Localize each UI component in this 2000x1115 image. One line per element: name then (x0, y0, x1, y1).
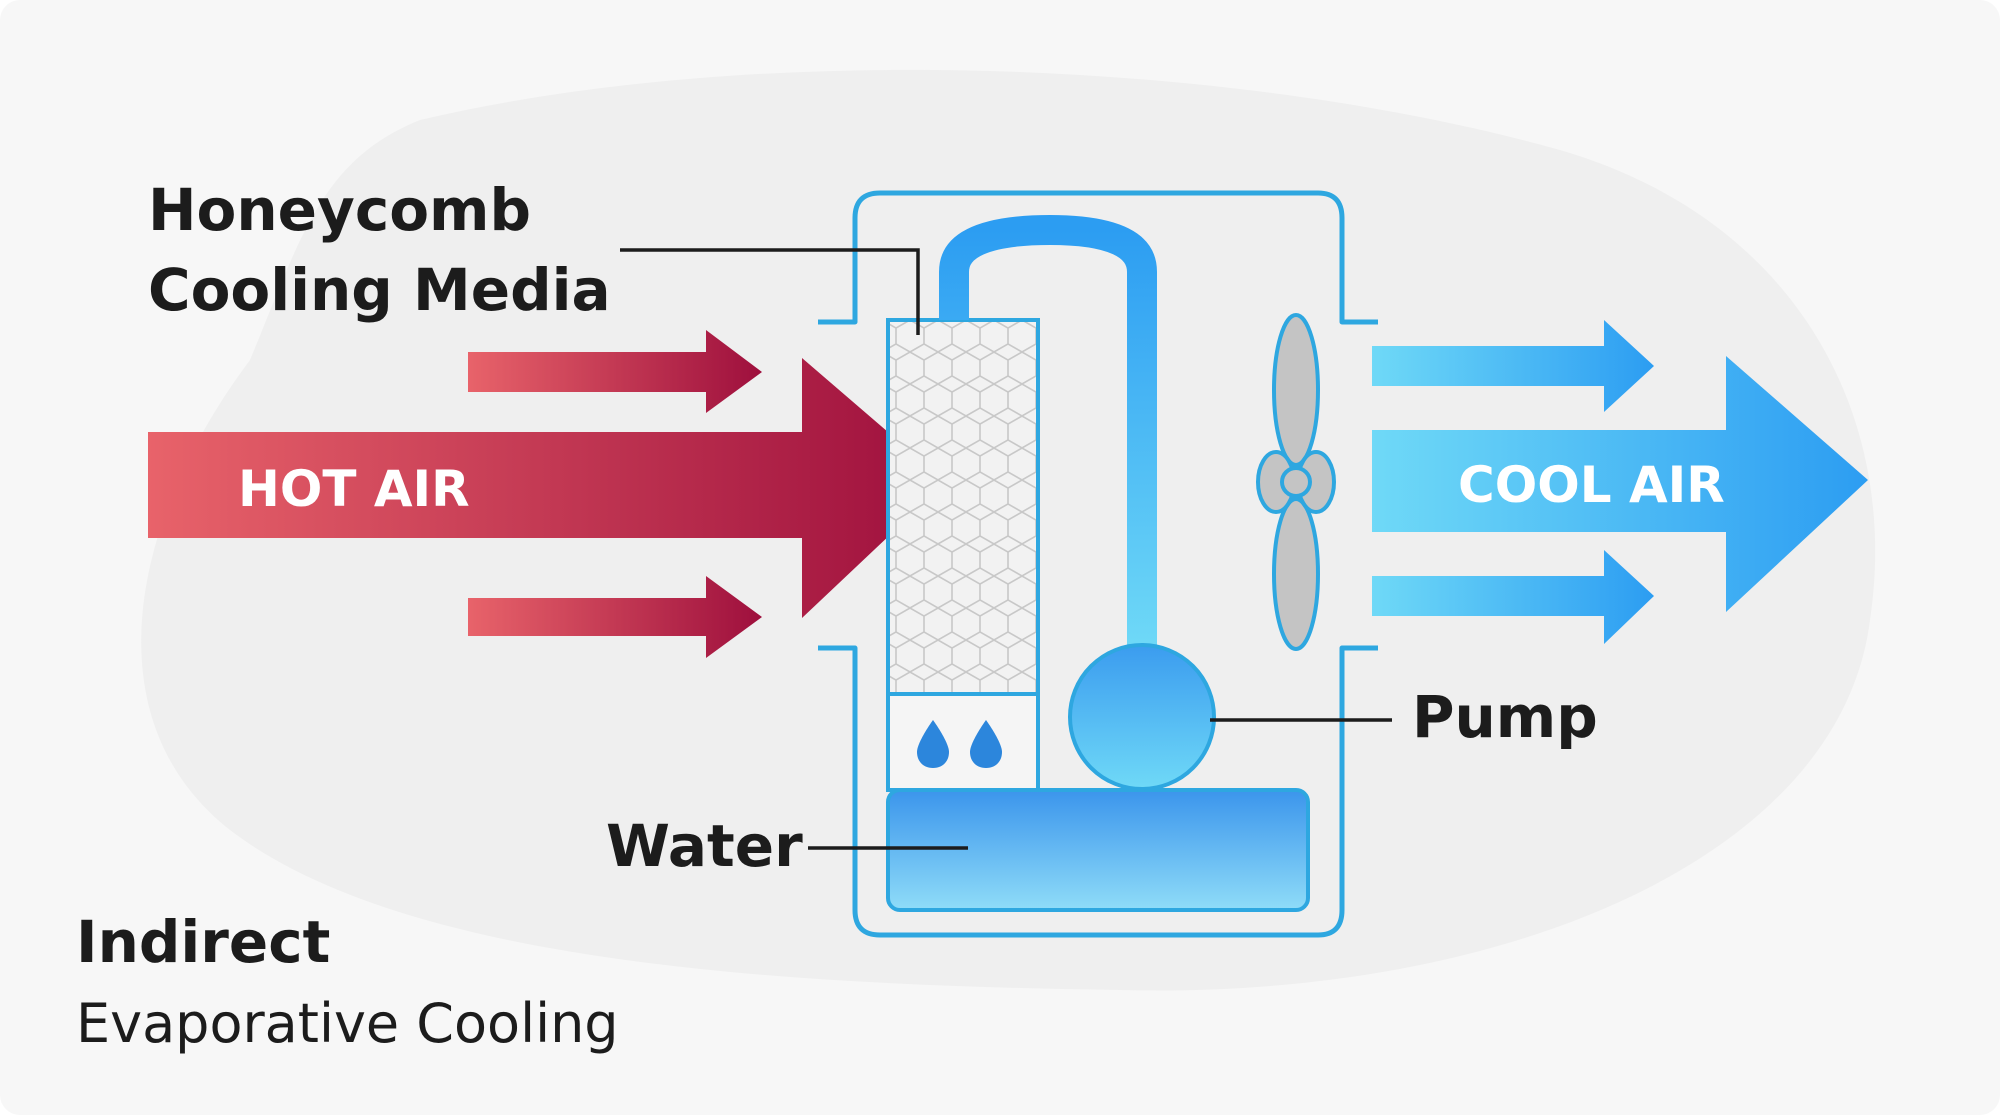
hot-air-main-arrow (148, 358, 946, 618)
pump-label: Pump (1412, 683, 1598, 751)
fan-icon (1256, 313, 1336, 651)
media-label-line2: Cooling Media (148, 256, 611, 324)
hot-air-label: HOT AIR (238, 460, 470, 518)
hot-air-small-arrow-top (468, 330, 762, 413)
media-label-line1: Honeycomb (148, 176, 531, 244)
leader-lines (620, 248, 1392, 850)
cooler-housing (818, 190, 1378, 938)
diagram-subtitle: Evaporative Cooling (76, 992, 619, 1055)
water-label: Water (606, 812, 803, 880)
pump-icon (1068, 643, 1216, 791)
cool-air-small-arrow-bottom (1372, 550, 1654, 644)
cool-air-arrows (1372, 320, 1868, 644)
honeycomb-cooling-media (886, 318, 1040, 696)
diagram-title: Indirect (76, 908, 330, 976)
water-tank (886, 788, 1310, 912)
water-pipe (939, 214, 1157, 650)
cool-air-main-arrow (1372, 356, 1868, 612)
water-drop-icon (917, 720, 949, 768)
hot-air-small-arrow-bottom (468, 576, 762, 658)
hot-air-arrows (148, 330, 946, 658)
media-leader-line (620, 248, 920, 335)
water-drop-icon (970, 720, 1002, 768)
drip-tray (886, 692, 1040, 792)
cool-air-label: COOL AIR (1458, 456, 1725, 514)
cool-air-small-arrow-top (1372, 320, 1654, 412)
